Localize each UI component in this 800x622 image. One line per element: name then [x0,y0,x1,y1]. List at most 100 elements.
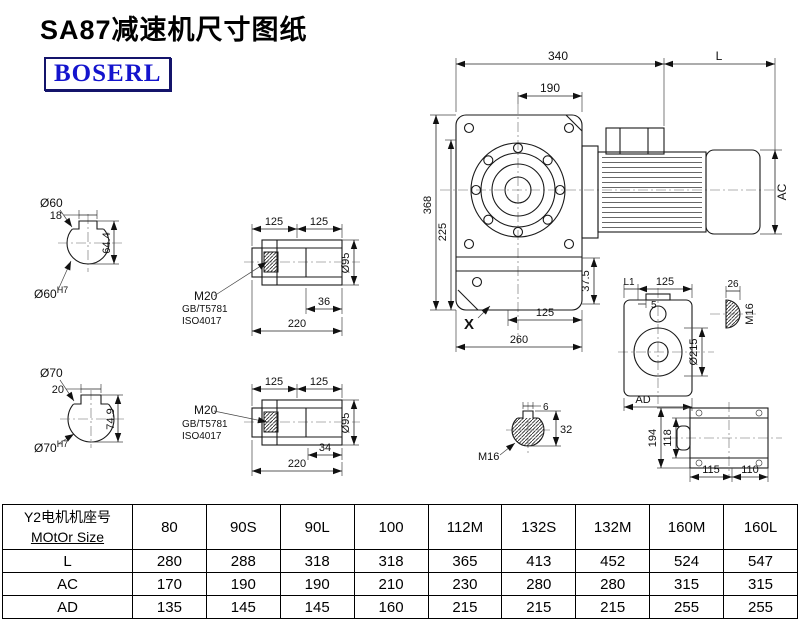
cell-ac-3: 210 [353,572,429,596]
cell-l-3: 318 [353,549,429,573]
cell-l-1: 288 [205,549,281,573]
dim-115-label: 115 [702,464,720,476]
dim-125a-label: 125 [265,376,283,388]
page-title: SA87减速机尺寸图纸 [40,15,308,45]
cell-ac-7: 315 [649,572,724,596]
dim-118-label: 118 [662,429,674,447]
dim-ad-label: AD [635,394,650,406]
dim-220-label: 220 [288,458,306,470]
cell-ac-8: 315 [723,572,798,596]
dim-125b-label: 125 [310,376,328,388]
shaft-section-70: 20 74.9 Ø70 Ø70H7 [34,366,126,455]
dim-74-9-label: 74.9 [105,408,117,429]
cell-ad-5: 215 [501,595,577,619]
column-header-160m: 160M [649,504,724,550]
dim-32-label: 32 [560,424,572,436]
column-header-80: 80 [132,504,207,550]
motor-flange [581,145,599,239]
dim-340-label: 340 [548,49,568,63]
fit-60-label: Ø60H7 [34,285,68,301]
dim-34-label: 34 [319,442,331,454]
cell-l-0: 280 [132,549,207,573]
dim-194-label: 194 [647,429,659,447]
main-view-dimensions: 340 L 190 368 225 AC 37.5 125 [422,49,789,352]
brand-logo-text: BOSERL [54,60,162,87]
table-row-l: L 280 288 318 318 365 413 452 524 547 [2,549,798,573]
cell-ac-1: 190 [205,572,281,596]
shaft-end-detail-right: 26 M16 [710,279,758,329]
table-row-ac: AC 170 190 190 210 230 280 280 315 315 [2,572,798,596]
dim-64-4-label: 64.4 [101,232,113,253]
cell-ac-6: 280 [575,572,651,596]
dim-6-label: 6 [543,402,549,413]
standard-iso-label: ISO4017 [182,431,222,442]
standard-gb-label: GB/T5781 [182,304,228,315]
standard-iso-label: ISO4017 [182,316,222,327]
motor-fins [602,156,702,228]
header-line1: Y2电机机座号 [23,508,112,525]
column-header-112m: 112M [427,504,503,550]
hollow-shaft-view-top: 125 125 M20 GB/T5781 ISO4017 36 220 Ø95 [182,216,360,336]
dim-125b-label: 125 [310,216,328,228]
thread-m20-label: M20 [194,403,218,417]
column-header-132m: 132M [575,504,651,550]
table-row-ad: AD 135 145 145 160 215 215 215 255 255 [2,595,798,619]
cell-l-7: 524 [649,549,724,573]
gearbox-body-outline [455,114,583,311]
dim-5-label: 5 [651,300,657,311]
motor-size-table: Y2电机机座号 MOtOr Size 80 90S 90L 100 112M 1… [2,504,798,619]
gearbox-side-view: L1 125 5 Ø215 AD [618,276,714,411]
x-marker-label: X [464,316,474,333]
technical-drawing: 340 L 190 368 225 AC 37.5 125 [34,49,789,482]
dim-26-label: 26 [727,279,739,290]
row-label-ac: AC [2,572,133,596]
thread-m16-label: M16 [744,303,756,324]
side-body-outline [623,299,693,397]
row-label-l: L [2,549,133,573]
dim-260-label: 260 [510,334,528,346]
dia-95-label: Ø95 [340,253,352,274]
flange-outline [689,407,769,469]
dim-110-label: 110 [741,464,759,476]
cell-l-6: 452 [575,549,651,573]
dim-190-label: 190 [540,81,560,95]
dim-ac-label: AC [775,183,789,200]
hollow-shaft-view-bottom: 125 125 M20 GB/T5781 ISO4017 34 220 Ø95 [182,376,360,476]
dim-18-label: 18 [50,210,62,222]
column-header-160l: 160L [723,504,798,550]
table-header-row: Y2电机机座号 MOtOr Size 80 90S 90L 100 112M 1… [2,504,798,550]
column-header-90s: 90S [205,504,281,550]
cell-ad-1: 145 [205,595,281,619]
dim-l1-label: L1 [623,277,635,288]
dim-l-label: L [716,49,723,63]
dim-20-label: 20 [52,384,64,396]
dia-95-label: Ø95 [340,413,352,434]
table-header-motor-size: Y2电机机座号 MOtOr Size [2,504,133,550]
terminal-box [605,127,665,155]
output-flange-view: 194 118 115 110 [647,402,782,482]
cell-l-4: 365 [427,549,503,573]
cell-ac-4: 230 [427,572,503,596]
dim-37-5-label: 37.5 [580,270,592,291]
column-header-90l: 90L [279,504,355,550]
cell-l-2: 318 [279,549,355,573]
dim-125-bottom-label: 125 [536,307,554,319]
row-label-ad: AD [2,595,133,619]
brand-logo: BOSERL [44,57,172,91]
dim-225-label: 225 [437,223,449,241]
dia-215-label: Ø215 [688,339,700,366]
column-header-132s: 132S [501,504,577,550]
cell-ac-5: 280 [501,572,577,596]
cell-l-8: 547 [723,549,798,573]
cell-ad-0: 135 [132,595,207,619]
cell-ad-6: 215 [575,595,651,619]
cell-ad-2: 145 [279,595,355,619]
thread-m20-label: M20 [194,289,218,303]
fan-cover [705,149,761,235]
cell-ad-7: 255 [649,595,724,619]
dim-220-label: 220 [288,318,306,330]
dim-125a-label: 125 [265,216,283,228]
shaft-section-60: 18 64.4 Ø60 Ø60H7 [34,196,122,301]
dia-60-label: Ø60 [40,196,63,210]
